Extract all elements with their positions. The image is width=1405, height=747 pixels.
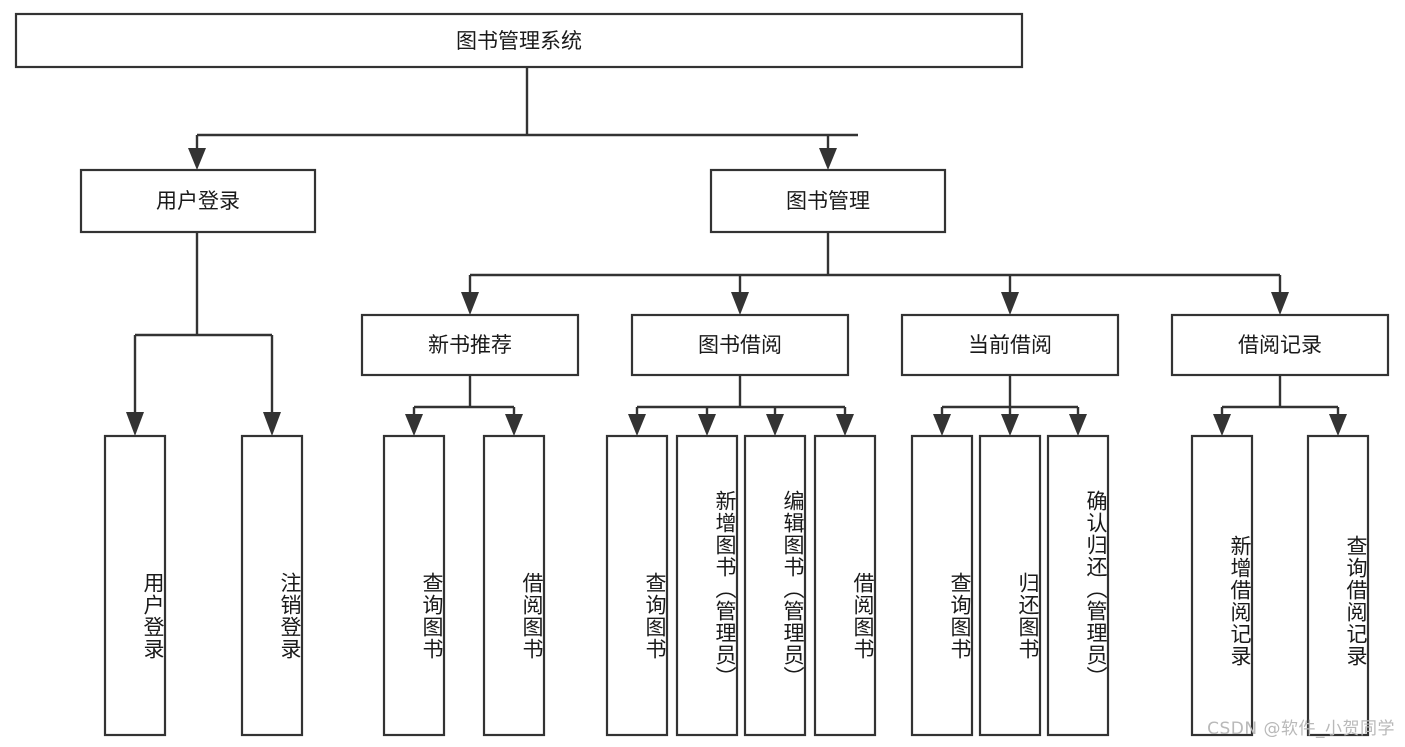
leaf-currentborrow-confirm-return[interactable] <box>1046 434 1110 737</box>
leaf-newbook-borrow-book[interactable] <box>482 434 546 737</box>
node-new-book-recommend-label: 新书推荐 <box>428 333 512 357</box>
connector-bookmgmt-to-level3 <box>461 232 1289 315</box>
node-book-borrow-label: 图书借阅 <box>698 333 782 357</box>
connector-newbook-to-leaves <box>405 375 523 436</box>
connector-root-to-level2 <box>188 67 858 170</box>
node-current-borrow-label: 当前借阅 <box>968 333 1052 357</box>
leaf-user-login-login[interactable] <box>103 434 167 737</box>
node-book-management[interactable]: 图书管理 <box>709 168 947 234</box>
node-borrow-record[interactable]: 借阅记录 <box>1170 313 1390 377</box>
csdn-watermark: CSDN @软件_小贺同学 <box>1207 719 1395 739</box>
leaf-currentborrow-query-book[interactable] <box>910 434 974 737</box>
leaf-newbook-query-book[interactable] <box>382 434 446 737</box>
node-borrow-record-label: 借阅记录 <box>1238 333 1322 357</box>
leaf-currentborrow-return-book[interactable] <box>978 434 1042 737</box>
connector-userlogin-to-leaves <box>126 232 281 436</box>
leaf-borrowrecord-query-record[interactable] <box>1306 434 1370 737</box>
leaf-bookborrow-edit-book[interactable] <box>743 434 807 737</box>
connector-borrowrecord-to-leaves <box>1213 375 1347 436</box>
node-new-book-recommend[interactable]: 新书推荐 <box>360 313 580 377</box>
node-root-system[interactable]: 图书管理系统 <box>14 12 1024 69</box>
leaf-bookborrow-borrow-book[interactable] <box>813 434 877 737</box>
leaf-user-login-logout[interactable] <box>240 434 304 737</box>
node-current-borrow[interactable]: 当前借阅 <box>900 313 1120 377</box>
node-book-borrow[interactable]: 图书借阅 <box>630 313 850 377</box>
leaf-borrowrecord-add-record[interactable] <box>1190 434 1254 737</box>
connector-currentborrow-to-leaves <box>933 375 1087 436</box>
leaf-bookborrow-add-book[interactable] <box>675 434 739 737</box>
connector-bookborrow-to-leaves <box>628 375 854 436</box>
leaf-bookborrow-query-book[interactable] <box>605 434 669 737</box>
node-user-login-label: 用户登录 <box>156 189 240 213</box>
node-root-label: 图书管理系统 <box>456 29 582 53</box>
node-book-management-label: 图书管理 <box>786 189 870 213</box>
node-user-login[interactable]: 用户登录 <box>79 168 317 234</box>
